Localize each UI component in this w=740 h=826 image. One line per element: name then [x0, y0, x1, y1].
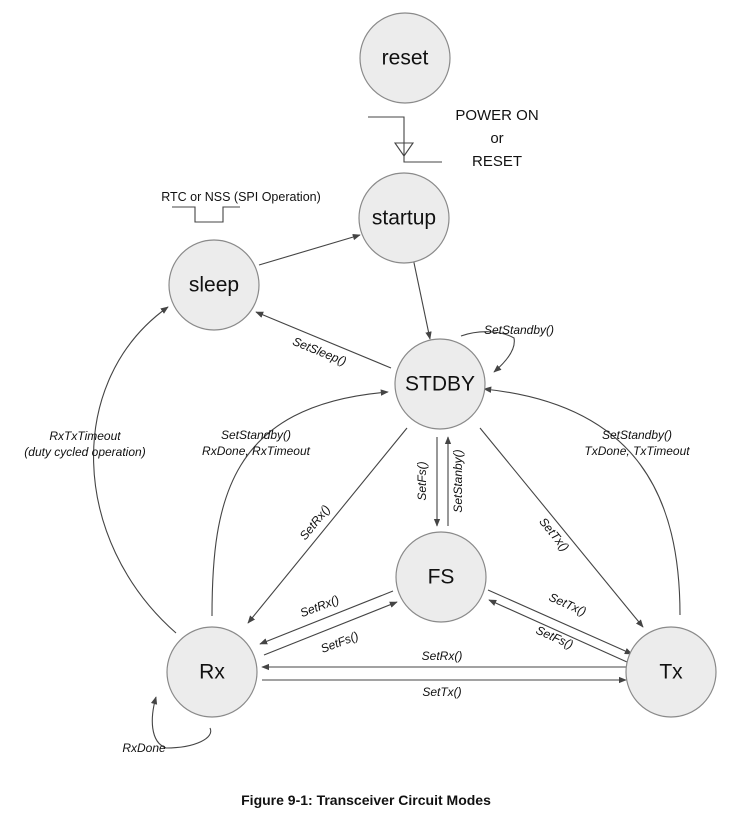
label-fs-to-stdby: SetStanby()	[451, 449, 465, 512]
state-startup-label: startup	[372, 207, 436, 230]
state-fs: FS	[395, 531, 487, 623]
state-startup-circle	[358, 172, 450, 264]
state-tx: Tx	[625, 626, 717, 718]
state-reset: reset	[359, 12, 451, 104]
figure-caption: Figure 9-1: Transceiver Circuit Modes	[241, 792, 491, 808]
label-stdby-to-rx: SetRx()	[297, 502, 333, 542]
label-rx-to-sleep-line-1: RxTxTimeout	[49, 429, 121, 443]
state-fs-circle	[395, 531, 487, 623]
edge-fs-to-tx	[487, 589, 633, 655]
state-startup: startup	[358, 172, 450, 264]
state-fs-label: FS	[428, 566, 455, 589]
state-stdby-circle	[394, 338, 486, 430]
edge-fs-to-rx	[259, 590, 394, 645]
edge-rx-to-fs	[263, 601, 398, 656]
state-rx-label: Rx	[199, 661, 225, 684]
state-rx-circle	[166, 626, 258, 718]
edge-sleep-to-startup	[258, 233, 361, 266]
label-tx-to-stdby-line-2: TxDone, TxTimeout	[584, 444, 690, 458]
power-on-symbol	[368, 116, 442, 163]
state-reset-circle	[359, 12, 451, 104]
label-tx-to-rx: SetRx()	[422, 649, 463, 663]
label-fs-to-rx: SetRx()	[298, 592, 341, 620]
power-on-label: POWER ON or RESET	[455, 107, 538, 170]
state-stdby-label: STDBY	[405, 373, 475, 396]
wake-pulse-symbol	[172, 206, 240, 223]
label-set-standby-self: SetStandby()	[484, 323, 554, 337]
edge-rx-self	[152, 697, 212, 749]
sleep-wake-label: RTC or NSS (SPI Operation)	[161, 190, 321, 204]
power-on-line-3: RESET	[472, 153, 522, 170]
label-rx-self: RxDone	[122, 741, 166, 755]
edge-stdby-self	[460, 331, 515, 373]
power-on-line-2: or	[490, 130, 503, 147]
edge-startup-to-stdby	[412, 257, 432, 340]
label-rx-to-fs: SetFs()	[319, 629, 361, 656]
label-set-sleep: SetSleep()	[291, 334, 349, 368]
state-sleep-circle	[168, 239, 260, 331]
edge-stdby-to-rx	[247, 427, 408, 624]
edge-tx-to-fs	[488, 599, 628, 663]
state-sleep: sleep	[168, 239, 260, 331]
label-tx-to-stdby-line-1: SetStandby()	[602, 428, 672, 442]
edge-stdby-to-sleep	[255, 311, 392, 369]
edge-stdby-to-tx	[479, 427, 644, 628]
edge-rx-to-stdby	[211, 389, 389, 617]
label-stdby-to-fs: SetFs()	[415, 461, 429, 500]
label-fs-to-tx: SetTx()	[547, 590, 589, 619]
label-rx-to-stdby-line-2: RxDone, RxTimeout	[202, 444, 311, 458]
edge-rx-to-sleep	[93, 306, 177, 634]
edge-tx-to-stdby	[483, 386, 681, 616]
state-sleep-label: sleep	[189, 274, 239, 297]
state-reset-label: reset	[382, 47, 429, 70]
state-stdby: STDBY	[394, 338, 486, 430]
state-tx-label: Tx	[659, 661, 683, 684]
label-rx-to-sleep-line-2: (duty cycled operation)	[24, 445, 145, 459]
label-rx-to-stdby-line-1: SetStandby()	[221, 428, 291, 442]
state-tx-circle	[625, 626, 717, 718]
label-rx-to-tx: SetTx()	[422, 685, 461, 699]
state-rx: Rx	[166, 626, 258, 718]
label-tx-to-fs: SetFs()	[534, 623, 576, 652]
power-on-line-1: POWER ON	[455, 107, 538, 124]
